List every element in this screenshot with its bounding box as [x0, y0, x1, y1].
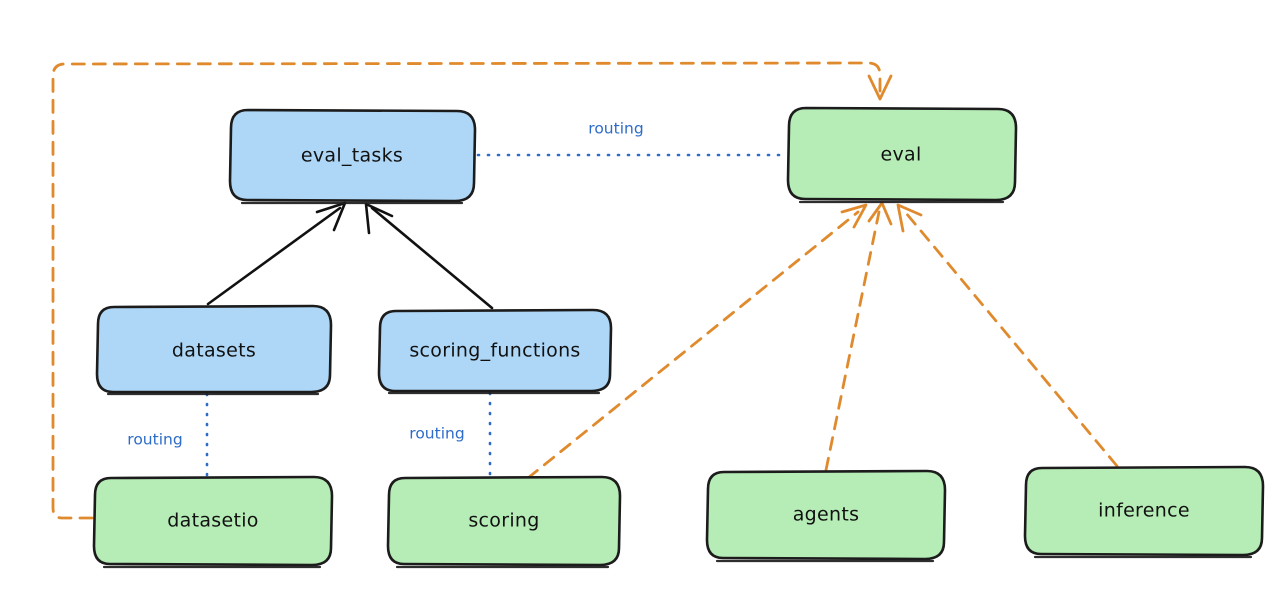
edge-scoring-to-eval-arrowhead	[840, 203, 868, 229]
node-inference[interactable]: inference	[1023, 465, 1265, 559]
node-scoring-shape	[386, 475, 622, 567]
edge-datasetio-to-eval	[51, 61, 882, 520]
edge-label-routing-datasets-datasetio: routing	[127, 431, 182, 449]
node-datasets-label: datasets	[172, 340, 256, 362]
node-datasetio-shape	[92, 475, 334, 567]
node-scoring-functions-label: scoring_functions	[409, 340, 580, 362]
edge-datasetio-to-eval-arrowhead	[867, 74, 893, 101]
inheritance-edges-group	[206, 201, 494, 310]
node-agents-label: agents	[793, 504, 860, 526]
edge-datasets-to-eval-tasks	[206, 206, 342, 306]
node-datasetio-label: datasetio	[167, 510, 258, 532]
edge-label-routing-eval-tasks-eval: routing	[588, 120, 643, 138]
node-eval-tasks[interactable]: eval_tasks	[228, 108, 477, 205]
node-eval-label: eval	[880, 144, 921, 166]
node-datasets[interactable]: datasets	[95, 304, 333, 396]
edge-agents-to-eval	[824, 210, 881, 472]
node-scoring-functions[interactable]: scoring_functions	[377, 308, 613, 395]
edge-label-routing-scoring-functions-scoring: routing	[409, 425, 464, 443]
node-agents-shape	[705, 469, 947, 561]
node-eval-tasks-label: eval_tasks	[301, 145, 403, 167]
node-scoring-label: scoring	[468, 510, 539, 532]
routing-edges-group	[205, 153, 788, 478]
node-scoring[interactable]: scoring	[386, 475, 622, 569]
node-inference-label: inference	[1098, 500, 1190, 522]
node-eval-tasks-shape	[228, 108, 477, 203]
node-eval-shape	[786, 106, 1018, 202]
edge-labels-group: routing routing routing	[127, 120, 643, 449]
node-scoring-functions-shape	[377, 308, 613, 393]
edge-scoring-functions-to-eval-tasks-arrowhead	[364, 202, 394, 235]
edge-scoring-functions-to-eval-tasks	[370, 206, 494, 310]
node-agents[interactable]: agents	[705, 469, 947, 563]
node-inference-shape	[1023, 465, 1265, 557]
edge-inference-to-eval-arrowhead	[896, 203, 923, 233]
dependency-edges-group	[51, 61, 1119, 520]
edge-scoring-to-eval	[526, 210, 860, 480]
edge-inference-to-eval	[904, 211, 1119, 468]
node-eval[interactable]: eval	[786, 106, 1018, 204]
node-datasetio[interactable]: datasetio	[92, 475, 334, 569]
node-datasets-shape	[95, 304, 333, 394]
